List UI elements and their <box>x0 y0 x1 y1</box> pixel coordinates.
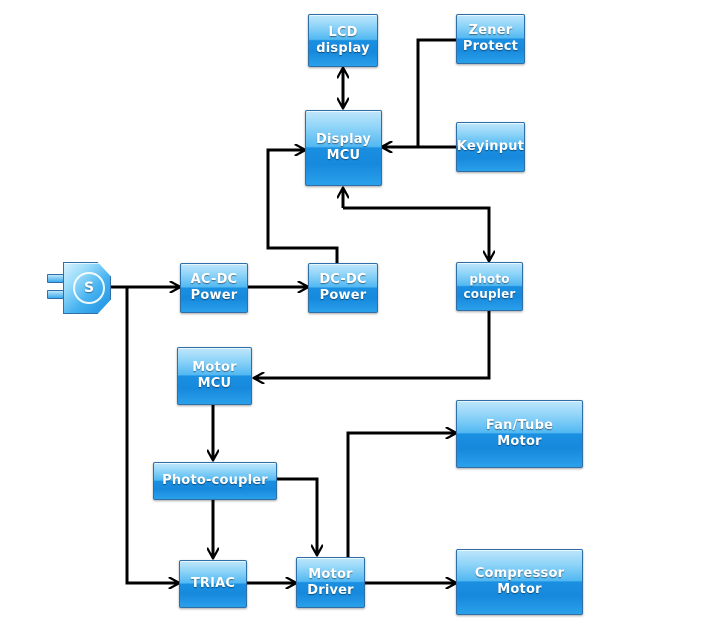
block-zener-protect-line1: Zener <box>468 23 513 39</box>
block-triac[interactable]: TRIAC <box>179 560 247 608</box>
block-dc-dc-power[interactable]: DC-DC Power <box>308 263 378 313</box>
wire-photocoupler-to-motor-mcu <box>254 311 491 378</box>
block-ac-dc-power-line2: Power <box>190 288 238 303</box>
block-ac-dc-power-line1: AC-DC <box>190 272 238 288</box>
block-fan-tube-motor[interactable]: Fan/Tube Motor <box>456 400 583 468</box>
block-lcd-display-line1: LCD <box>328 24 358 40</box>
wire-dcdc-to-display-mcu <box>266 150 339 263</box>
block-ac-dc-power[interactable]: AC-DC Power <box>180 263 248 313</box>
block-motor-driver-line1: Motor <box>308 566 353 582</box>
block-motor-mcu-line2: MCU <box>197 376 232 391</box>
block-photo-coupler-motor-line1: Photo-coupler <box>162 473 268 489</box>
plug-source-label: S <box>73 272 105 304</box>
block-compressor-motor-line1: Compressor <box>474 566 565 582</box>
block-photo-coupler-display-line1: photo <box>469 271 510 286</box>
block-motor-driver[interactable]: Motor Driver <box>296 557 365 608</box>
block-keyinput-line1: Keyinput <box>456 139 525 155</box>
block-display-mcu[interactable]: Display MCU <box>305 110 382 186</box>
wire-motor-driver-to-fan-motor <box>346 433 456 568</box>
block-compressor-motor[interactable]: Compressor Motor <box>456 549 583 615</box>
block-triac-line1: TRIAC <box>190 576 236 592</box>
block-dc-dc-power-line2: Power <box>319 288 367 303</box>
block-lcd-display[interactable]: LCD display <box>308 14 378 67</box>
block-motor-mcu[interactable]: Motor MCU <box>177 347 252 405</box>
wire-zener-to-display-mcu <box>382 38 456 147</box>
block-display-mcu-line2: MCU <box>326 148 361 163</box>
power-plug-icon: S <box>47 262 111 314</box>
block-lcd-display-line2: display <box>316 40 370 56</box>
block-zener-protect-line2: Protect <box>462 39 519 54</box>
block-fan-tube-motor-line1: Fan/Tube <box>485 418 554 434</box>
block-photo-coupler-display-line2: coupler <box>463 286 516 301</box>
wire-photo-coupler-to-motor-driver <box>277 477 317 555</box>
wire-source-bus-to-triac <box>125 287 179 583</box>
block-photo-coupler-motor[interactable]: Photo-coupler <box>153 462 277 500</box>
block-dc-dc-power-line1: DC-DC <box>319 272 367 288</box>
block-display-mcu-line1: Display <box>316 132 371 148</box>
block-fan-tube-motor-line2: Motor <box>497 434 542 449</box>
block-photo-coupler-display[interactable]: photo coupler <box>456 262 523 311</box>
wire-display-bus-to-photocoupler <box>343 206 489 261</box>
block-compressor-motor-line2: Motor <box>497 582 542 597</box>
block-zener-protect[interactable]: Zener Protect <box>456 14 525 64</box>
block-motor-driver-line2: Driver <box>307 582 354 598</box>
block-motor-mcu-line1: Motor <box>192 360 237 376</box>
block-keyinput[interactable]: Keyinput <box>456 122 525 172</box>
